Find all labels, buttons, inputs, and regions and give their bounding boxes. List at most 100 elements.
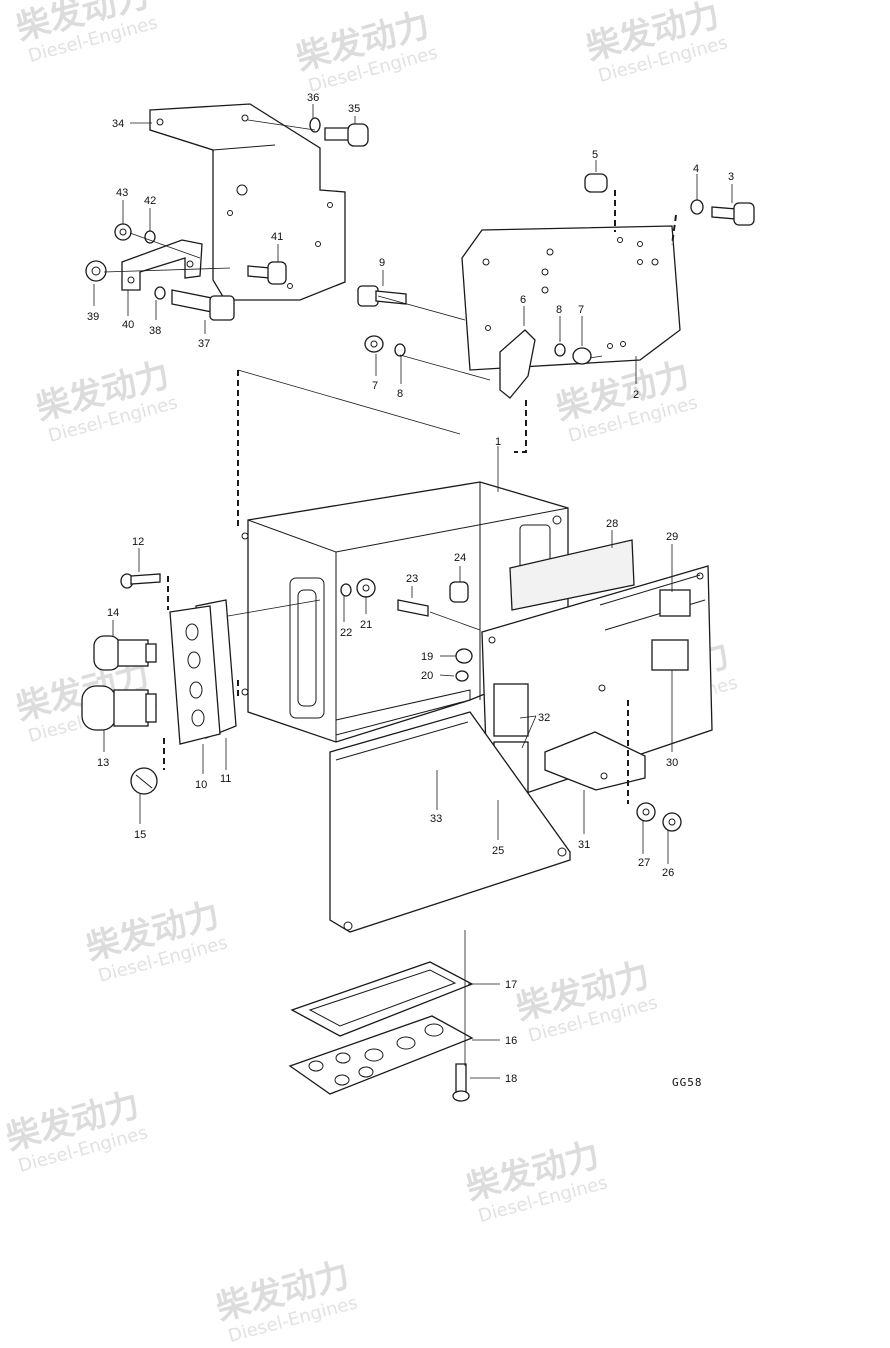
label-29: 29 <box>666 531 678 543</box>
label-16: 16 <box>505 1035 517 1047</box>
watermark-logo: 柴发动力 Diesel-Engines <box>212 1255 360 1347</box>
nut-21 <box>356 578 376 598</box>
bolt-37 <box>171 289 235 321</box>
label-28: 28 <box>606 518 618 530</box>
spacer-24 <box>449 581 469 603</box>
washer-27 <box>636 802 656 822</box>
label-10: 10 <box>195 779 207 791</box>
label-32: 32 <box>538 712 550 724</box>
label-19: 19 <box>421 651 433 663</box>
watermark-logo: 柴发动力 Diesel-Engines <box>82 895 230 987</box>
clip-6 <box>499 329 536 399</box>
label-23: 23 <box>406 573 418 585</box>
watermark-logo: 柴发动力 Diesel-Engines <box>552 355 700 447</box>
washer-36 <box>309 117 321 133</box>
screw-12 <box>120 573 161 589</box>
label-4: 4 <box>693 163 699 175</box>
watermark-logo: 柴发动力 Diesel-Engines <box>462 1135 610 1227</box>
part-labels: 1 2 3 4 5 6 7 7 8 8 9 10 11 12 13 14 15 … <box>87 92 734 1085</box>
cable-gland-14 <box>93 635 157 671</box>
label-3: 3 <box>728 171 734 183</box>
label-25: 25 <box>492 845 504 857</box>
plate-10 <box>169 605 221 745</box>
label-9: 9 <box>379 257 385 269</box>
label-41: 41 <box>271 231 283 243</box>
label-30: 30 <box>666 757 678 769</box>
nut-26 <box>662 812 682 832</box>
label-24: 24 <box>454 552 466 564</box>
washer-8 <box>394 343 406 357</box>
label-7a: 7 <box>372 380 378 392</box>
label-22: 22 <box>340 627 352 639</box>
label-5: 5 <box>592 149 598 161</box>
label-14: 14 <box>107 607 119 619</box>
relay-30 <box>651 639 689 671</box>
label-11: 11 <box>220 773 231 785</box>
drawing-code: GG58 <box>672 1076 703 1089</box>
label-26: 26 <box>662 867 674 879</box>
label-36: 36 <box>307 92 319 104</box>
washer-20 <box>455 670 469 682</box>
label-40: 40 <box>122 319 134 331</box>
screw-35 <box>324 123 369 147</box>
nut-43 <box>114 223 132 241</box>
plug-15 <box>130 767 158 795</box>
label-42: 42 <box>144 195 156 207</box>
label-33: 33 <box>430 813 442 825</box>
screw-9 <box>357 285 407 307</box>
label-37: 37 <box>198 338 210 350</box>
label-43: 43 <box>116 187 128 199</box>
washer-38 <box>154 286 166 300</box>
label-35: 35 <box>348 103 360 115</box>
label-27: 27 <box>638 857 650 869</box>
label-15: 15 <box>134 829 146 841</box>
washer-8 <box>554 343 566 357</box>
label-6: 6 <box>520 294 526 306</box>
nut-19 <box>455 648 473 664</box>
washer-4 <box>690 199 704 215</box>
cover-lid <box>329 711 571 933</box>
watermark-logo: 柴发动力 Diesel-Engines <box>582 0 730 87</box>
label-20: 20 <box>421 670 433 682</box>
label-7b: 7 <box>578 304 584 316</box>
screw-41 <box>247 261 287 285</box>
label-8a: 8 <box>397 388 403 400</box>
bracket-34 <box>149 103 346 301</box>
label-18: 18 <box>505 1073 517 1085</box>
module-31 <box>544 731 646 791</box>
stud-23 <box>397 599 429 617</box>
spacer-5 <box>584 173 608 193</box>
washer-22 <box>340 583 352 597</box>
label-8b: 8 <box>556 304 562 316</box>
label-38: 38 <box>149 325 161 337</box>
label-21: 21 <box>360 619 372 631</box>
label-39: 39 <box>87 311 99 323</box>
label-12: 12 <box>132 536 144 548</box>
label-17: 17 <box>505 979 517 991</box>
label-34: 34 <box>112 118 124 130</box>
watermark-logo: 柴发动力 Diesel-Engines <box>32 355 180 447</box>
label-1: 1 <box>495 436 501 448</box>
nut-7 <box>364 335 384 353</box>
screw-3 <box>711 202 755 226</box>
insulating-sheet-28 <box>509 539 635 611</box>
watermark-logo: 柴发动力 Diesel-Engines <box>2 1085 150 1177</box>
screw-18 <box>452 1063 470 1102</box>
watermark-logo: 柴发动力 Diesel-Engines <box>292 5 440 97</box>
nut-39 <box>85 260 107 282</box>
label-2: 2 <box>633 389 639 401</box>
label-31: 31 <box>578 839 590 851</box>
assembly-lines <box>103 119 677 1066</box>
label-13: 13 <box>97 757 109 769</box>
watermark-logo: 柴发动力 Diesel-Engines <box>12 0 160 67</box>
small-bracket-40 <box>121 239 203 291</box>
plate-16 <box>288 1015 474 1095</box>
relay-29 <box>659 589 691 617</box>
leader-lines <box>93 104 733 1079</box>
mounting-plate-2 <box>461 225 681 371</box>
nut-7 <box>572 347 592 365</box>
cable-gland-13 <box>81 685 157 731</box>
watermark-logo: 柴发动力 Diesel-Engines <box>512 955 660 1047</box>
